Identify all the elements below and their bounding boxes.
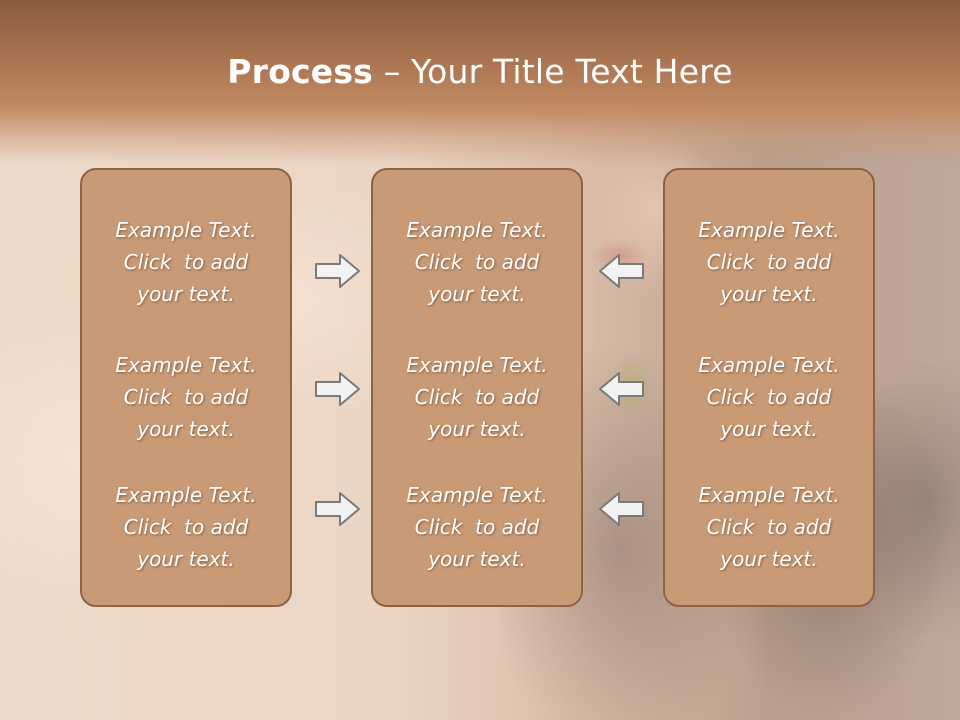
text-placeholder[interactable]: Example Text. Click to add your text.: [82, 479, 290, 575]
text-line: Example Text.: [406, 218, 548, 242]
text-placeholder[interactable]: Example Text. Click to add your text.: [373, 349, 581, 445]
text-line: Example Text.: [115, 353, 257, 377]
text-placeholder[interactable]: Example Text. Click to add your text.: [373, 479, 581, 575]
text-line: your text.: [720, 417, 818, 441]
text-placeholder[interactable]: Example Text. Click to add your text.: [665, 349, 873, 445]
arrow-right-icon[interactable]: [314, 252, 362, 290]
text-placeholder[interactable]: Example Text. Click to add your text.: [665, 214, 873, 310]
arrow-left-icon[interactable]: [597, 252, 645, 290]
text-line: Example Text.: [698, 218, 840, 242]
text-line: your text.: [428, 547, 526, 571]
text-line: your text.: [428, 417, 526, 441]
arrow-right-icon[interactable]: [314, 490, 362, 528]
text-placeholder[interactable]: Example Text. Click to add your text.: [82, 349, 290, 445]
text-line: your text.: [428, 282, 526, 306]
arrow-left-icon[interactable]: [597, 490, 645, 528]
title-bold: Process: [227, 52, 374, 91]
text-line: Example Text.: [115, 218, 257, 242]
text-line: your text.: [720, 282, 818, 306]
text-box-right[interactable]: Example Text. Click to add your text. Ex…: [663, 168, 875, 607]
title-bar: [0, 0, 960, 165]
text-line: your text.: [137, 547, 235, 571]
text-line: Click to add: [123, 385, 249, 409]
text-line: your text.: [137, 417, 235, 441]
text-box-left[interactable]: Example Text. Click to add your text. Ex…: [80, 168, 292, 607]
arrow-right-icon[interactable]: [314, 370, 362, 408]
text-line: Click to add: [706, 250, 832, 274]
text-line: Example Text.: [698, 483, 840, 507]
arrow-left-icon[interactable]: [597, 370, 645, 408]
text-line: Click to add: [123, 515, 249, 539]
text-placeholder[interactable]: Example Text. Click to add your text.: [373, 214, 581, 310]
text-line: Click to add: [706, 385, 832, 409]
text-line: Click to add: [706, 515, 832, 539]
text-line: Click to add: [414, 250, 540, 274]
text-line: Example Text.: [406, 483, 548, 507]
text-line: Click to add: [123, 250, 249, 274]
text-placeholder[interactable]: Example Text. Click to add your text.: [82, 214, 290, 310]
text-box-center[interactable]: Example Text. Click to add your text. Ex…: [371, 168, 583, 607]
title-rest: – Your Title Text Here: [373, 52, 733, 91]
text-placeholder[interactable]: Example Text. Click to add your text.: [665, 479, 873, 575]
text-line: your text.: [137, 282, 235, 306]
slide-title[interactable]: Process – Your Title Text Here: [0, 52, 960, 91]
text-line: Example Text.: [115, 483, 257, 507]
text-line: Click to add: [414, 385, 540, 409]
text-line: Example Text.: [698, 353, 840, 377]
text-line: your text.: [720, 547, 818, 571]
text-line: Example Text.: [406, 353, 548, 377]
text-line: Click to add: [414, 515, 540, 539]
